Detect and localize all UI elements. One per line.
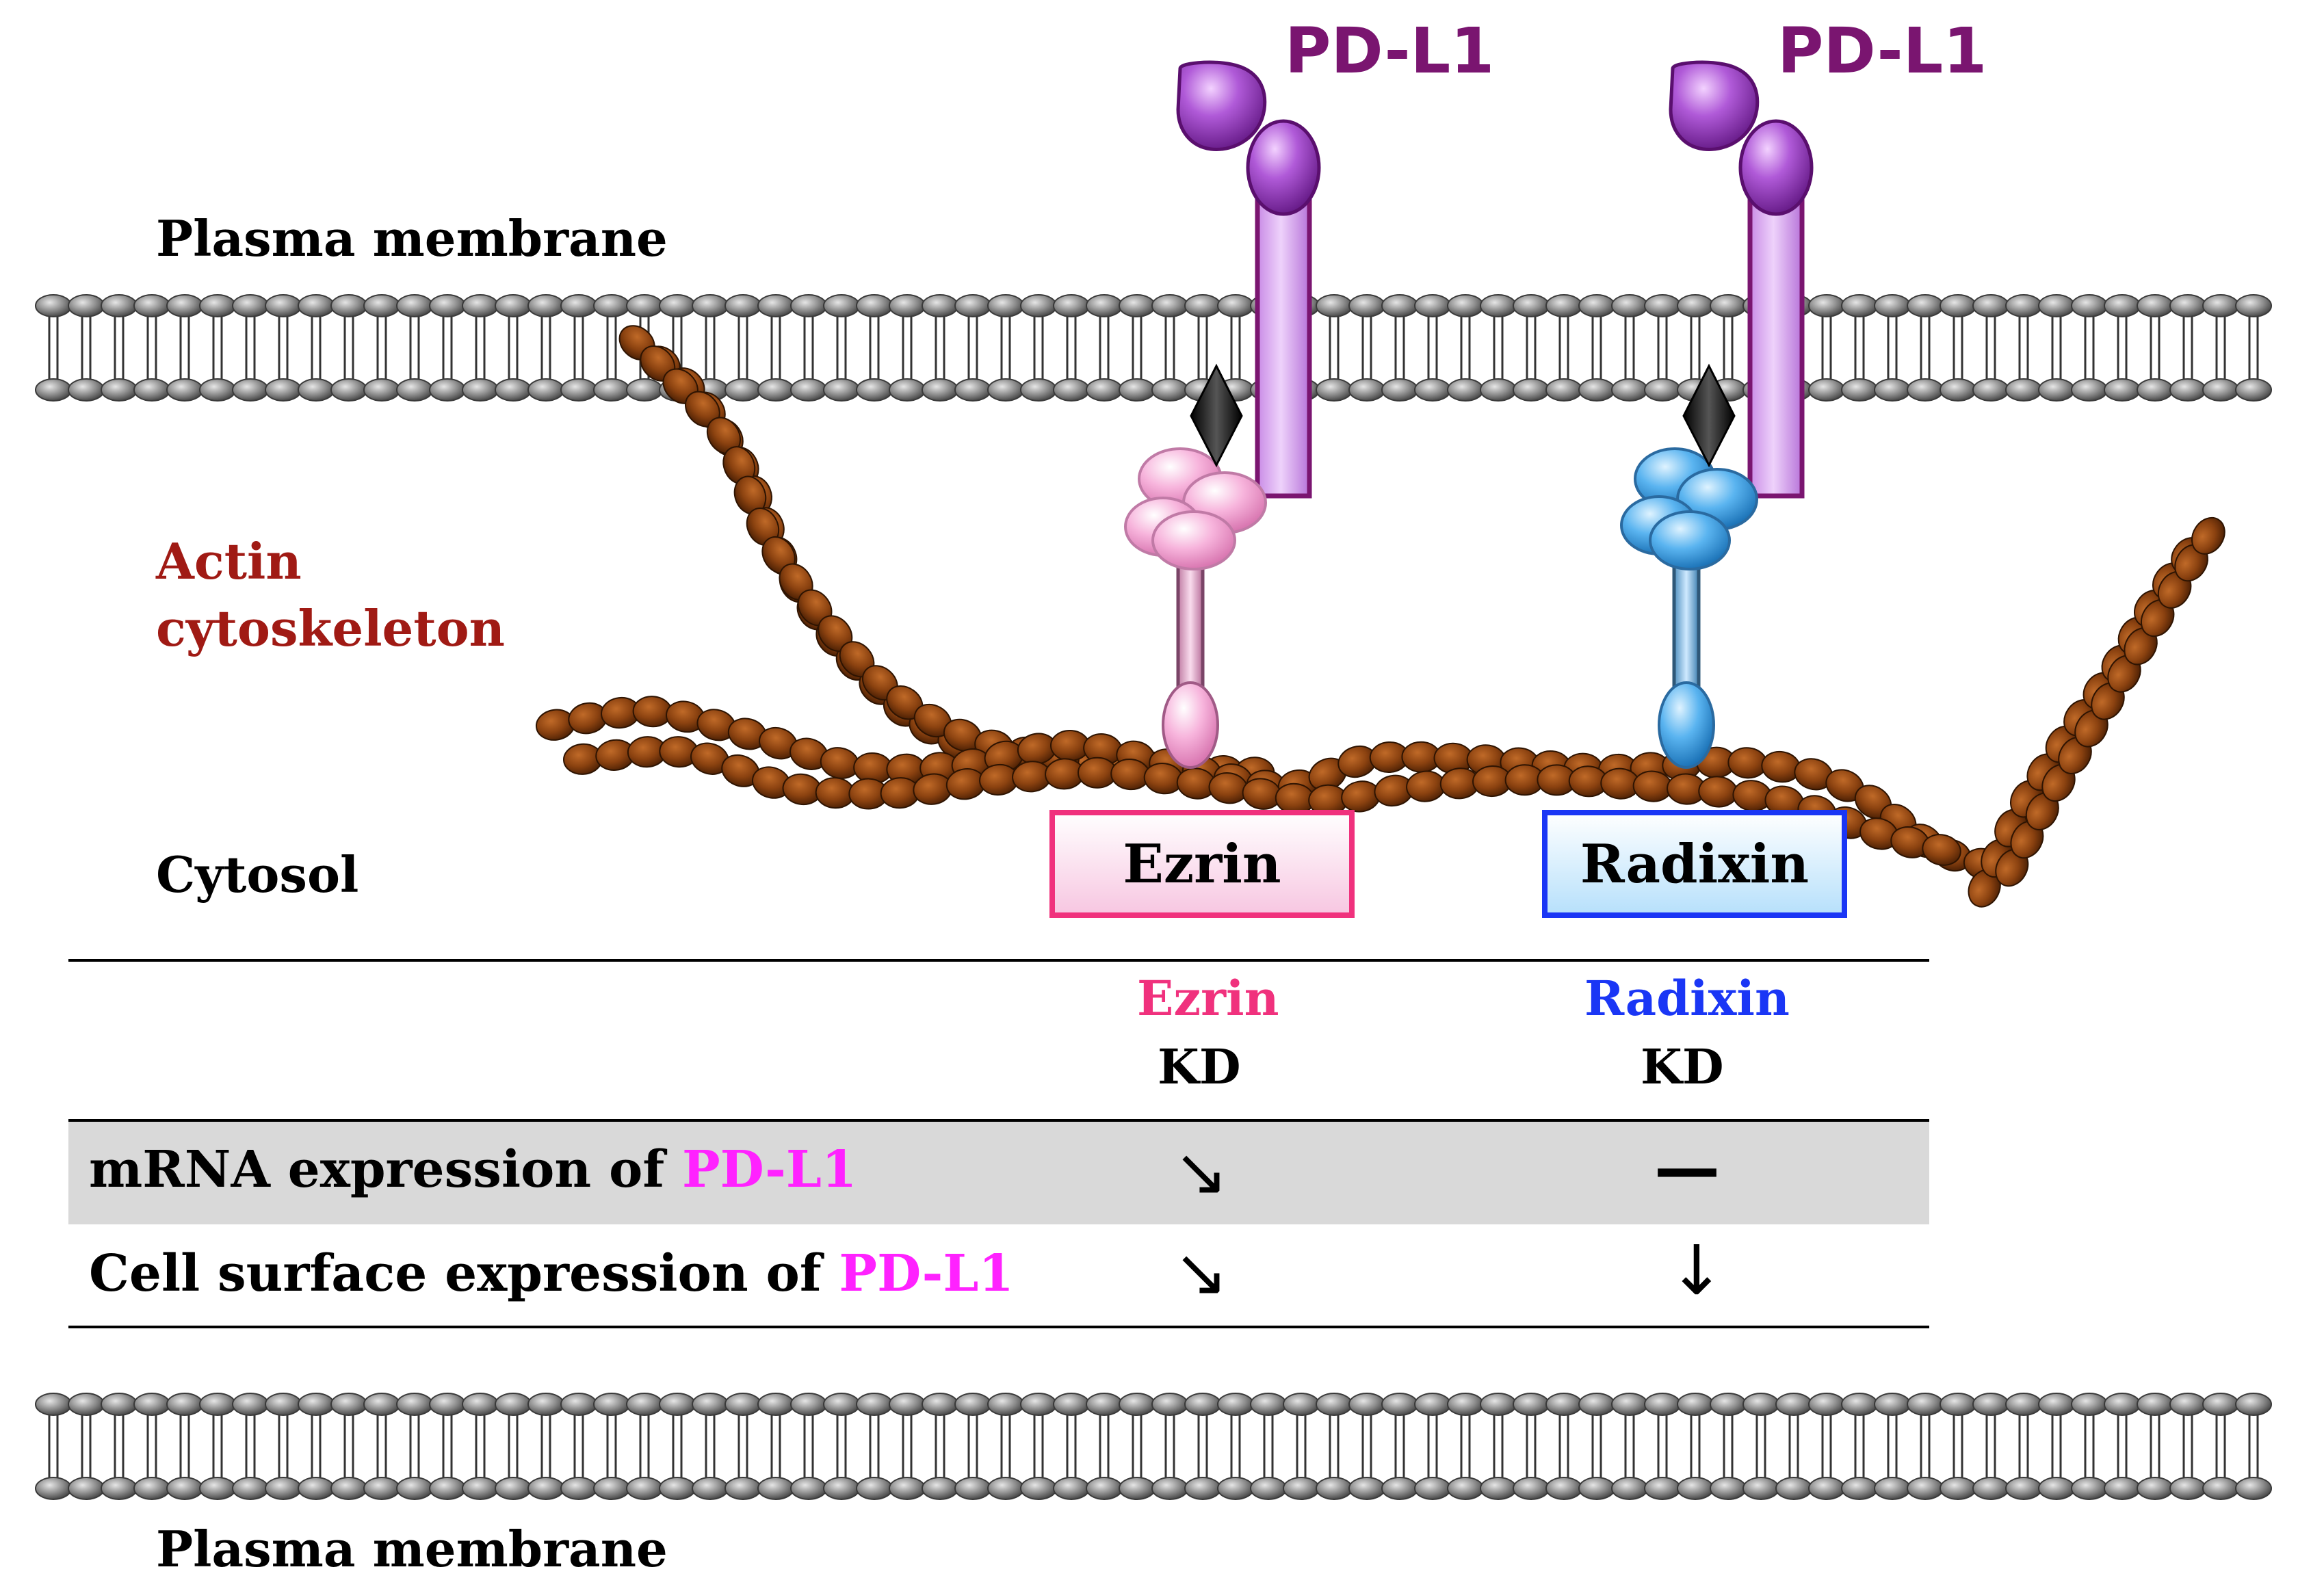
pdl1-protein-right: [1669, 60, 1814, 499]
actin-label-line2: cytoskeleton: [156, 599, 505, 657]
table-top-rule: [68, 959, 1929, 962]
ezrin-binding-diamond: [1190, 363, 1243, 468]
plasma-membrane-bottom: [35, 1393, 2272, 1500]
table-bottom-rule: [68, 1326, 1929, 1328]
pdl1-label-right: PD-L1: [1777, 14, 1987, 88]
cytosol-label: Cytosol: [156, 845, 359, 904]
pdl1-protein-left: [1176, 60, 1321, 499]
table-row-surface-label: Cell surface expression of PD-L1: [89, 1244, 1014, 1303]
col-header-ezrin: Ezrin: [1137, 970, 1279, 1027]
table-cell-surface-radixin: ↓: [1668, 1231, 1725, 1311]
table-cell-mrna-ezrin: ↘: [1173, 1133, 1229, 1210]
table-row-shade: [68, 1120, 1929, 1224]
table-cell-mrna-radixin: —: [1654, 1130, 1720, 1207]
row-label-text: mRNA expression of: [89, 1140, 682, 1199]
row-label-text: Cell surface expression of: [89, 1244, 839, 1303]
plasma-membrane-top: [35, 294, 2272, 402]
radixin-box-frame: [1542, 810, 1847, 918]
row-label-highlight: PD-L1: [839, 1244, 1014, 1303]
radixin-box-label: Radixin: [1580, 832, 1810, 895]
actin-label-line1: Actin: [156, 532, 302, 590]
col-header-radixin-sub: KD: [1641, 1038, 1724, 1095]
pdl1-label-left: PD-L1: [1285, 14, 1495, 88]
ezrin-box-label: Ezrin: [1123, 832, 1281, 895]
col-header-ezrin-sub: KD: [1158, 1038, 1241, 1095]
row-label-highlight: PD-L1: [681, 1140, 857, 1199]
table-row-mrna-label: mRNA expression of PD-L1: [89, 1140, 857, 1199]
radixin-protein: [1620, 447, 1758, 769]
ezrin-protein: [1124, 447, 1267, 769]
col-header-radixin: Radixin: [1584, 970, 1790, 1027]
actin-cytoskeleton: [535, 325, 2225, 908]
plasma-membrane-bottom-label: Plasma membrane: [156, 1520, 668, 1578]
ezrin-box-frame: [1049, 810, 1355, 918]
table-header-rule: [68, 1119, 1929, 1122]
plasma-membrane-top-label: Plasma membrane: [156, 209, 668, 267]
radixin-binding-diamond: [1682, 363, 1736, 468]
table-cell-surface-ezrin: ↘: [1173, 1234, 1229, 1311]
